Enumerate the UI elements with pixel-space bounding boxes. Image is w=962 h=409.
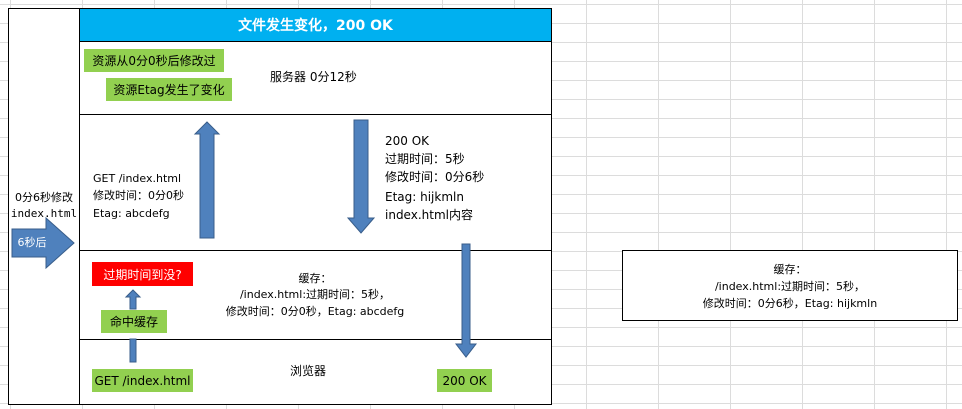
new-cache-title: 缓存： xyxy=(773,263,807,276)
tag-etag-changed: 资源Etag发生了变化 xyxy=(106,78,232,101)
divider-cache-bottom xyxy=(79,339,552,340)
new-cache-modified-etag: 修改时间：0分6秒，Etag: hijkmln xyxy=(702,297,878,310)
server-label: 服务器 0分12秒 xyxy=(270,70,357,84)
response-status: 200 OK xyxy=(385,134,430,148)
main-diagram-frame xyxy=(79,8,552,405)
response-down-arrow xyxy=(346,119,376,234)
request-up-arrow xyxy=(193,121,221,239)
browser-get-tag: GET /index.html xyxy=(92,369,193,392)
get-up-arrow xyxy=(129,338,137,363)
cache-title: 缓存： xyxy=(298,272,332,285)
tag-resource-modified: 资源从0分0秒后修改过 xyxy=(84,49,224,72)
divider-transfer-bottom xyxy=(79,250,552,251)
cache-hit-tag: 命中缓存 xyxy=(101,310,167,333)
request-line-etag: Etag: abcdefg xyxy=(93,207,170,220)
header-bar: 文件发生变化，200 OK xyxy=(80,9,551,42)
ok-down-arrow xyxy=(454,243,478,358)
cache-modified-etag: 修改时间：0分0秒，Etag: abcdefg xyxy=(225,305,405,318)
expired-check-tag: 过期时间到没? xyxy=(92,262,193,286)
header-title: 文件发生变化，200 OK xyxy=(238,18,393,34)
time-passed-label: 6秒后 xyxy=(17,236,47,249)
request-line-modified: 修改时间：0分0秒 xyxy=(93,189,184,202)
divider-server-bottom xyxy=(79,114,552,115)
new-cache-file-expiry: /index.html:过期时间：5秒， xyxy=(714,280,866,293)
cache-up-arrow xyxy=(124,289,142,310)
left-panel xyxy=(8,8,80,405)
left-panel-file-text: index.html xyxy=(10,207,78,220)
browser-label: 浏览器 xyxy=(290,364,327,378)
cache-file-expiry: /index.html:过期时间：5秒， xyxy=(239,288,391,301)
request-line-get: GET /index.html xyxy=(93,172,182,185)
left-panel-modified-text: 0分6秒修改 xyxy=(15,191,73,204)
response-modified: 修改时间：0分6秒 xyxy=(385,170,485,184)
time-passed-arrow xyxy=(11,216,75,270)
response-content: index.html内容 xyxy=(385,208,473,222)
response-expiry: 过期时间：5秒 xyxy=(385,152,465,166)
response-ok-tag: 200 OK xyxy=(437,369,492,392)
response-etag: Etag: hijkmln xyxy=(385,190,464,204)
new-cache-box: 缓存： /index.html:过期时间：5秒， 修改时间：0分6秒，Etag:… xyxy=(622,250,958,321)
